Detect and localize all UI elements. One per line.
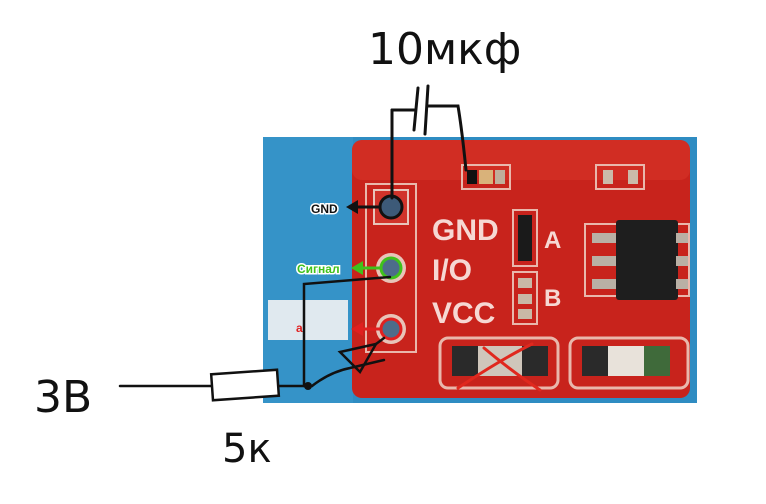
resistor-label: 5к bbox=[222, 426, 272, 472]
bottom-right-component bbox=[568, 336, 690, 390]
cross-mark bbox=[456, 342, 542, 392]
silk-a: A bbox=[544, 227, 561, 254]
ic-chip bbox=[584, 220, 690, 300]
top-components bbox=[461, 164, 645, 190]
wires bbox=[118, 275, 392, 388]
gnd-pin bbox=[378, 194, 404, 220]
signal-arrow bbox=[351, 261, 380, 275]
vcc-arrow bbox=[351, 322, 380, 336]
photo-shade bbox=[263, 137, 353, 403]
jumper-pads bbox=[512, 209, 538, 325]
silk-b: B bbox=[544, 285, 561, 312]
resistor-symbol bbox=[209, 368, 281, 402]
capacitor-label: 10мкф bbox=[368, 24, 521, 75]
silk-gnd: GND bbox=[432, 214, 499, 247]
pcb-board bbox=[352, 140, 690, 398]
signal-label: Сигнал bbox=[297, 262, 340, 276]
vcc-label: а bbox=[296, 321, 303, 335]
supply-label: 3В bbox=[34, 372, 92, 423]
silk-io: I/O bbox=[432, 254, 472, 287]
vcc-pin bbox=[379, 317, 403, 341]
gnd-label: GND bbox=[311, 202, 338, 216]
gnd-arrow bbox=[346, 200, 380, 214]
white-patch bbox=[268, 300, 348, 340]
junction-dot bbox=[304, 382, 312, 390]
silk-vcc: VCC bbox=[432, 297, 495, 330]
io-pin bbox=[379, 256, 403, 280]
capacitor-symbol bbox=[390, 84, 468, 200]
pcb-shading bbox=[352, 140, 690, 180]
